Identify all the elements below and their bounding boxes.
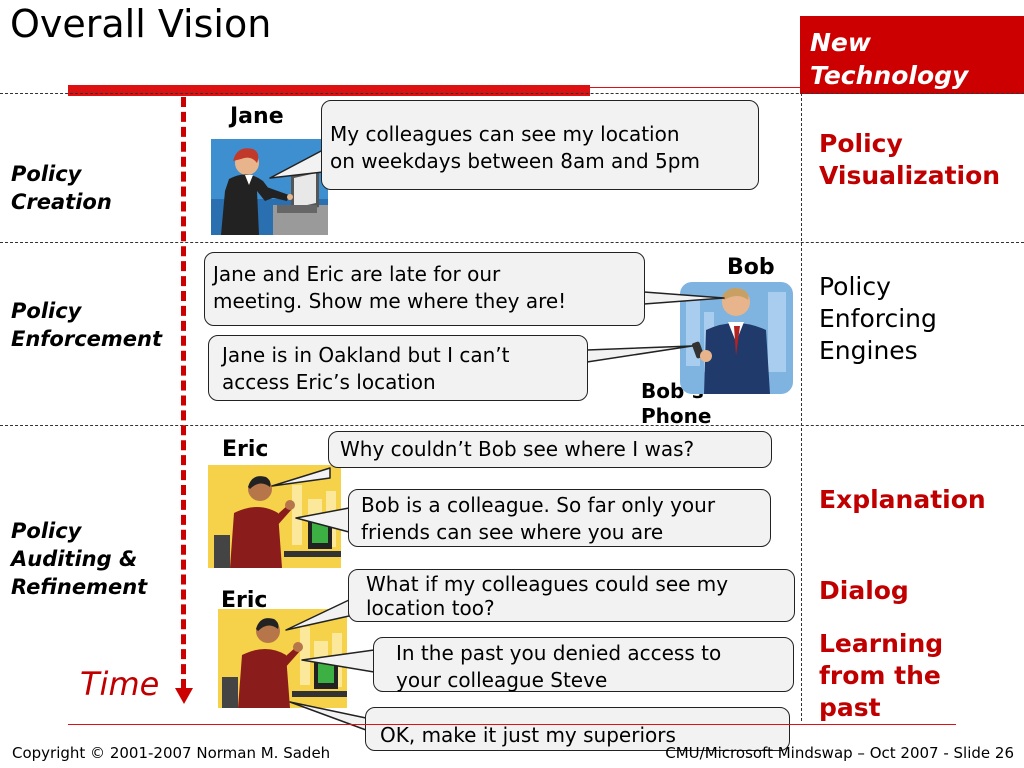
row-divider	[0, 242, 1024, 243]
eric-with-laptop-illustration	[208, 465, 341, 568]
speech-bubble-eric-whatif: What if my colleagues could see my locat…	[348, 569, 795, 622]
row-label-policy-auditing: Policy Auditing & Refinement	[11, 519, 148, 599]
speech-bubble-eric-ok: OK, make it just my superiors	[365, 707, 790, 751]
row-divider	[0, 93, 1024, 94]
new-technology-header: New Technology	[800, 16, 1024, 94]
footer-slide-info: CMU/Microsoft Mindswap – Oct 2007 - Slid…	[665, 744, 1014, 762]
footer-copyright: Copyright © 2001-2007 Norman M. Sadeh	[12, 744, 331, 762]
slide-title: Overall Vision	[10, 2, 272, 46]
speech-bubble-phone-reply: Jane is in Oakland but I can’t access Er…	[208, 335, 588, 401]
jane-at-computer-illustration	[211, 139, 328, 235]
speech-bubble-bob-request: Jane and Eric are late for our meeting. …	[204, 252, 645, 326]
right-label-explanation: Explanation	[819, 485, 986, 514]
person-name-jane: Jane	[230, 104, 284, 129]
header-red-bar	[68, 85, 590, 96]
timeline-arrow-icon	[175, 688, 193, 704]
header-red-line	[590, 87, 800, 88]
bob-with-phone-illustration	[680, 282, 793, 394]
time-label: Time	[80, 665, 160, 703]
speech-bubble-eric-question: Why couldn’t Bob see where I was?	[328, 431, 772, 468]
person-name-eric: Eric	[222, 437, 269, 462]
right-label-policy-visualization: Policy Visualization	[819, 129, 1001, 190]
row-label-policy-enforcement: Policy Enforcement	[11, 299, 163, 351]
timeline-dashed-line	[181, 97, 186, 689]
footer-divider	[68, 724, 956, 725]
column-divider	[801, 93, 802, 721]
person-name-bob: Bob	[727, 255, 775, 280]
right-label-learning: Learning from the past	[819, 629, 944, 722]
row-label-policy-creation: Policy Creation	[11, 162, 112, 214]
speech-bubble-jane-policy: My colleagues can see my location on wee…	[321, 100, 759, 190]
right-label-dialog: Dialog	[819, 576, 909, 605]
person-name-eric: Eric	[221, 588, 268, 613]
row-divider	[0, 425, 1024, 426]
speech-bubble-learning-past: In the past you denied access to your co…	[373, 637, 794, 692]
right-label-policy-enforcing-engines: Policy Enforcing Engines	[819, 272, 937, 365]
speech-bubble-explanation: Bob is a colleague. So far only your fri…	[348, 489, 771, 547]
